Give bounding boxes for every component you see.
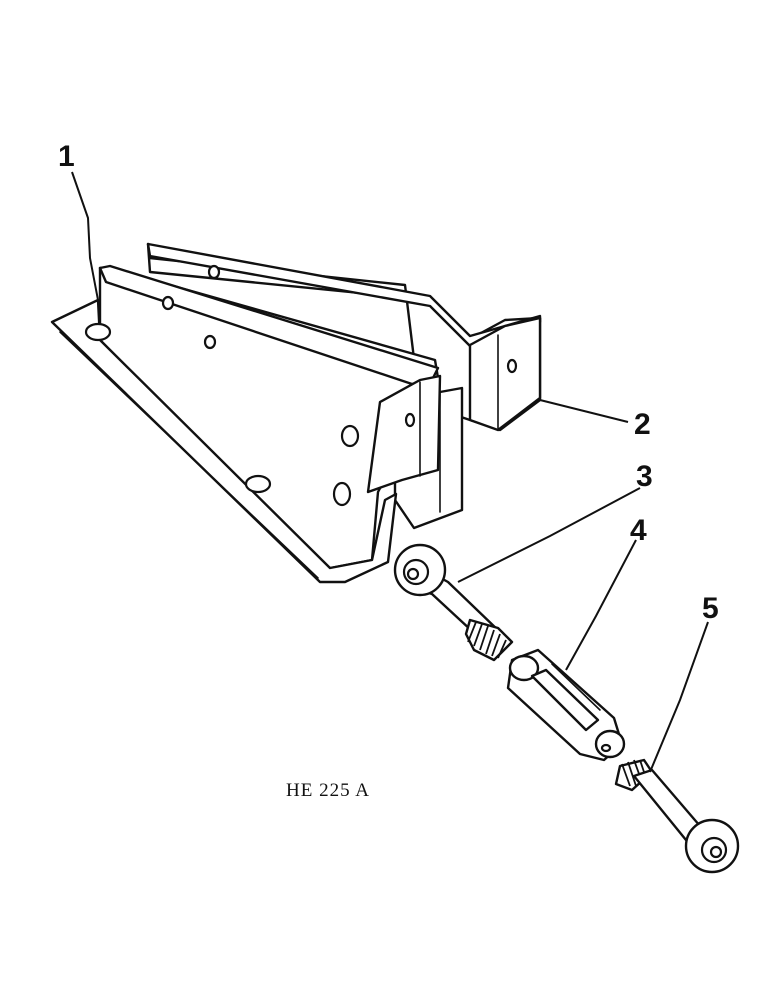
main-bracket-part-1	[50, 264, 442, 584]
callout-2: 2	[634, 408, 651, 441]
leader-5	[649, 621, 709, 773]
turnbuckle-part-4	[506, 648, 626, 762]
callout-1: 1	[58, 140, 75, 173]
callout-4: 4	[630, 514, 647, 547]
leader-3	[457, 487, 641, 583]
leader-2	[539, 399, 629, 423]
callout-3: 3	[636, 460, 653, 493]
thread-marks	[467, 621, 507, 659]
callout-5: 5	[702, 592, 719, 625]
figure-code: HE 225 A	[286, 780, 370, 801]
callout-labels: 1 2 3 4 5	[58, 140, 719, 625]
rod-end-part-5	[614, 758, 740, 874]
leader-4	[565, 539, 637, 671]
leader-lines	[71, 171, 709, 773]
leader-1	[71, 171, 99, 301]
rod-end-part-3	[393, 543, 514, 662]
